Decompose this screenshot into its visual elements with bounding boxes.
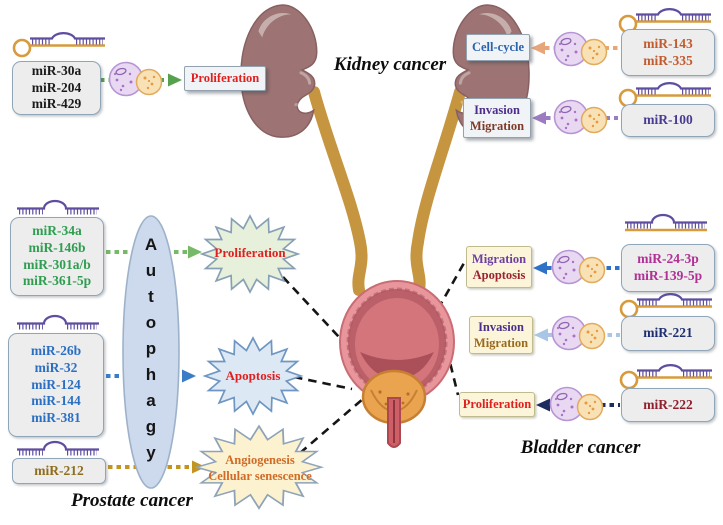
hairpin-duplex-icon [17,442,99,453]
cell-pair-icon [553,31,608,67]
phenotype-label: Cell-cycle [471,40,525,55]
mirna-label: miR-124 [31,376,81,392]
mirna-label: miR-144 [31,393,81,409]
hairpin-duplex-icon [625,215,707,230]
hairpin-duplex-icon [17,316,99,327]
connector-proliferation-box [438,321,460,396]
mirna-label: miR-143 [643,35,693,51]
hairpin-loop-icon [620,83,711,106]
autophagy-hub-label: A u t o p h a g y [144,235,158,462]
mirna-label: miR-222 [643,396,693,412]
prostate-mirna-box-2: miR-26b miR-32 miR-124 miR-144 miR-381 [8,333,104,437]
prostate-mirna-box-1: miR-34a miR-146b miR-301a/b miR-361-5p [10,217,104,296]
mirna-label: miR-301a/b [23,256,91,272]
hairpin-loop-icon [14,33,105,56]
mirna-label: miR-26b [30,343,82,359]
green-dashed-arrow [106,245,202,259]
apoptosis-starburst-label: Apoptosis [225,368,281,383]
mirna-label: miR-139-5p [633,268,703,283]
bladder-cancer-title: Bladder cancer [520,437,641,458]
connector-apoptosis-burst [293,375,353,391]
cell-pair-icon [108,61,163,97]
phenotype-label: Cellular senescence [208,469,312,484]
right-ureter-illustration [410,86,466,296]
cell-pair-icon [551,249,606,285]
mirna-label: miR-30a [31,62,82,78]
mirna-label: miR-34a [32,223,82,239]
mirna-label: miR-204 [31,79,82,95]
hairpin-loop-icon [621,365,712,388]
bladder-invasion-migration-box: Invasion Migration [469,316,533,354]
bladder-mirna-box-1: miR-24-3p miR-139-5p [621,244,715,292]
angiogenesis-starburst-label: Angiogenesis Cellular senescence [197,452,323,485]
phenotype-label: Proliferation [190,71,260,86]
cell-pair-icon [553,99,608,135]
bladder-mirna-box-2: miR-221 [621,316,715,351]
phenotype-label: Proliferation [462,397,532,412]
mirna-label: miR-429 [31,96,82,112]
cell-cycle-box: Cell-cycle [466,34,530,61]
phenotype-label: Migration [471,251,527,266]
bladder-proliferation-box: Proliferation [459,392,535,417]
urethra-illustration [387,397,401,448]
kidney-right-top-mirna-box: miR-143 miR-335 [621,29,715,76]
mirna-label: miR-381 [31,410,81,426]
hairpin-duplex-icon [17,201,99,212]
mirna-label: miR-32 [34,359,78,375]
mirna-label: miR-361-5p [22,273,92,289]
bladder-mirna-box-3: miR-222 [621,388,715,422]
proliferation-starburst-label: Proliferation [214,245,286,260]
bladder-migration-apoptosis-box: Migration Apoptosis [466,246,532,288]
autophagy-oval [122,215,180,489]
mirna-label: miR-146b [28,239,86,255]
connector-proliferation-burst [282,276,353,352]
kidney-proliferation-box: Proliferation [184,66,266,91]
phenotype-label: Invasion [478,319,524,334]
kidney-invasion-migration-box: Invasion Migration [463,98,531,138]
mirna-label: miR-335 [643,52,693,68]
cell-pair-icon [549,386,604,422]
kidney-right-bottom-mirna-box: miR-100 [621,104,715,137]
phenotype-label: Angiogenesis [225,453,295,467]
cell-pair-icon [551,315,606,351]
mirna-label: miR-221 [643,325,693,341]
bladder-illustration [339,280,455,404]
prostate-mirna-box-3: miR-212 [12,458,106,484]
mirna-label: miR-24-3p [637,251,699,267]
kidney-cancer-title: Kidney cancer [333,54,447,75]
phenotype-label: Migration [469,119,525,133]
connector-migration-apoptosis-box [436,262,466,310]
phenotype-label: Migration [473,336,529,350]
prostate-cancer-title: Prostate cancer [71,490,193,511]
hairpin-loop-icon [621,294,712,317]
connector-lines [282,262,466,454]
mirna-label: miR-100 [643,112,693,128]
phenotype-label: Apoptosis [472,268,526,282]
mirna-label: miR-212 [34,462,84,478]
connector-angiogenesis-burst [299,397,365,454]
phenotype-label: Invasion [474,102,520,117]
left-ureter-illustration [308,86,368,296]
kidney-left-mirna-box: miR-30a miR-204 miR-429 [12,61,101,115]
